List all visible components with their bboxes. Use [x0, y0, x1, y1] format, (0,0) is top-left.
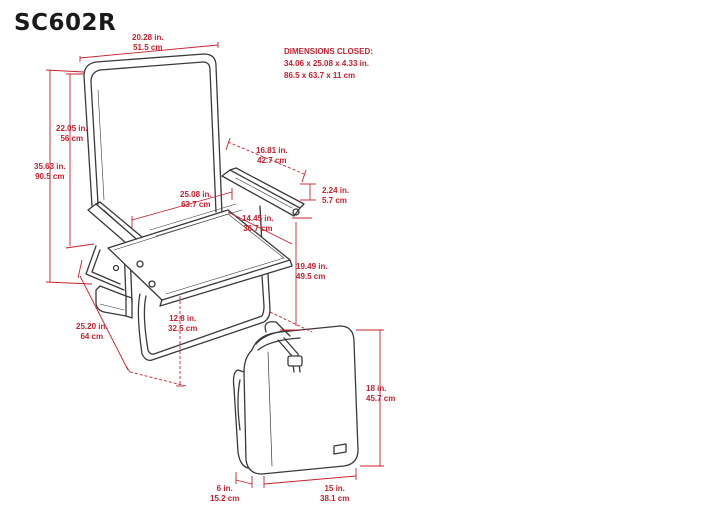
dim-total-height: 35.63 in. 90.5 cm	[34, 162, 66, 182]
dim-value-cm: 5.7 cm	[322, 196, 347, 205]
dim-value-cm: 42.7 cm	[257, 156, 287, 165]
dim-bag-width: 15 in. 38.1 cm	[320, 484, 349, 504]
dim-value-in: 16.81 in.	[256, 146, 288, 155]
dim-back-height: 22.05 in. 56 cm	[56, 124, 88, 144]
dim-value-cm: 36.7 cm	[243, 224, 273, 233]
dim-depth-base: 25.20 in. 64 cm	[76, 322, 108, 342]
model-title: SC602R	[14, 10, 117, 36]
dim-value-in: 35.63 in.	[34, 162, 66, 171]
chair-drawing	[83, 53, 305, 362]
dimension-lines	[45, 42, 384, 488]
dimensions-closed-inches: 34.06 x 25.08 x 4.33 in.	[284, 59, 369, 68]
dim-value-cm: 90.5 cm	[35, 172, 65, 181]
dim-seat-depth: 14.45 in. 36.7 cm	[242, 214, 274, 234]
dim-value-in: 20.28 in.	[132, 33, 164, 42]
dim-value-in: 6 in.	[216, 484, 233, 493]
dim-value-cm: 64 cm	[80, 332, 104, 341]
dim-seat-height: 12.8 in. 32.5 cm	[168, 314, 197, 334]
dim-width-top: 20.28 in. 51.5 cm	[132, 33, 164, 53]
dim-bag-height: 18 in. 45.7 cm	[366, 384, 395, 404]
dimensions-closed-cm: 86.5 x 63.7 x 11 cm	[284, 71, 356, 80]
dim-value-in: 18 in.	[366, 384, 387, 393]
dim-value-cm: 49.5 cm	[296, 272, 326, 281]
dim-value-in: 2.24 in.	[322, 186, 350, 195]
dim-value-cm: 32.5 cm	[168, 324, 198, 333]
dim-value-in: 14.45 in.	[242, 214, 274, 223]
dim-value-in: 25.20 in.	[76, 322, 108, 331]
dim-value-in: 19.49 in.	[296, 262, 328, 271]
dim-value-cm: 51.5 cm	[133, 43, 163, 52]
dim-value-cm: 15.2 cm	[210, 494, 240, 503]
dimensions-closed-block: DIMENSIONS CLOSED: 34.06 x 25.08 x 4.33 …	[284, 46, 373, 82]
dim-value-cm: 56 cm	[60, 134, 84, 143]
dim-value-in: 22.05 in.	[56, 124, 88, 133]
dim-armrest-length: 16.81 in. 42.7 cm	[256, 146, 288, 166]
backpack-drawing	[232, 321, 359, 475]
dim-value-cm: 38.1 cm	[320, 494, 350, 503]
dim-value-in: 25.08 in.	[180, 190, 212, 199]
dim-arm-height: 19.49 in. 49.5 cm	[296, 262, 328, 282]
dim-arm-thickness: 2.24 in. 5.7 cm	[322, 186, 349, 206]
dimensions-closed-heading: DIMENSIONS CLOSED:	[284, 47, 373, 56]
dim-value-cm: 45.7 cm	[366, 394, 396, 403]
dim-value-in: 12.8 in.	[169, 314, 197, 323]
dim-value-cm: 63.7 cm	[181, 200, 211, 209]
dim-width-mid: 25.08 in. 63.7 cm	[180, 190, 212, 210]
dim-bag-depth: 6 in. 15.2 cm	[210, 484, 239, 504]
dim-value-in: 15 in.	[324, 484, 345, 493]
